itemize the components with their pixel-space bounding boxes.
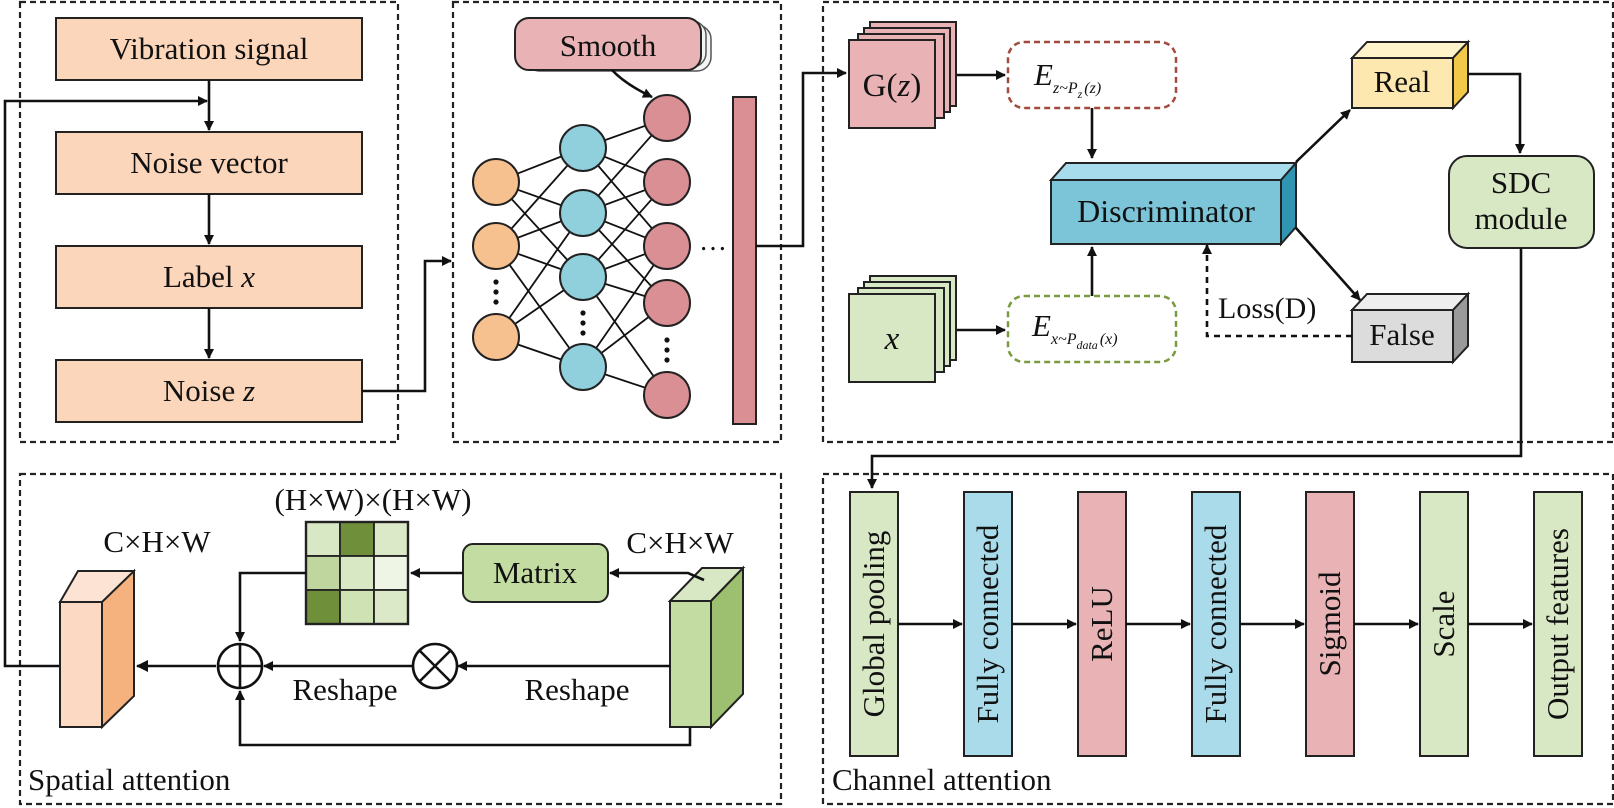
attention-matrix-grid	[304, 520, 410, 626]
noise-vector-label: Noise vector	[130, 145, 288, 180]
expectation-z-label: Ez~Pz(z)	[1033, 57, 1101, 101]
hidden-neuron	[559, 343, 607, 391]
generator-input-panel	[18, 0, 400, 444]
label-x-box: Label x	[55, 245, 363, 309]
neural-network	[472, 94, 691, 419]
matrix-label: Matrix	[493, 555, 578, 590]
spatial-attention-panel	[18, 472, 783, 806]
x-stack: x	[848, 275, 957, 383]
noise-z-label: Noise z	[163, 373, 255, 408]
spatial-attention-title: Spatial attention	[28, 762, 231, 797]
output-neuron	[643, 158, 691, 206]
arrow-loss-feedback	[1202, 244, 1352, 338]
output-neuron	[643, 279, 691, 327]
real-box: Real	[1349, 39, 1471, 111]
output-neuron	[643, 94, 691, 142]
real-label: Real	[1374, 64, 1431, 99]
hidden-ellipsis	[580, 310, 586, 336]
arrow-residual-to-sum	[235, 690, 692, 747]
arrow-real-to-sdc	[1468, 72, 1525, 154]
arrow-noise-z-to-network	[362, 256, 452, 393]
x-label: x	[884, 321, 900, 357]
chw-left-label: C×H×W	[103, 524, 211, 559]
label-x-label: Label x	[163, 259, 255, 294]
output-feature-block	[58, 568, 136, 730]
channel-block-global-pooling: Global pooling	[849, 491, 899, 757]
arrow-feedback-loop	[3, 96, 208, 668]
hidden-neuron	[559, 124, 607, 172]
arrow-network-to-gz	[756, 68, 847, 248]
layer-ellipsis: …	[699, 226, 727, 257]
vibration-signal-label: Vibration signal	[110, 31, 309, 66]
sdc-module-box: SDC module	[1448, 155, 1595, 249]
input-ellipsis	[493, 279, 499, 305]
smooth-label: Smooth	[560, 28, 657, 63]
discriminator-box: Discriminator	[1048, 160, 1299, 247]
gz-label: G(z)	[863, 68, 922, 104]
expectation-z-box: Ez~Pz(z)	[1006, 40, 1178, 110]
input-feature-block	[667, 565, 746, 730]
channel-block-fully-connected-2: Fully connected	[1191, 491, 1241, 757]
false-label: False	[1369, 317, 1434, 352]
arrow-discriminator-to-real	[1295, 109, 1351, 163]
gan-panel	[821, 0, 1614, 444]
channel-block-scale: Scale	[1419, 491, 1469, 757]
channel-block-label: Sigmoid	[1312, 571, 1347, 677]
noise-vector-box: Noise vector	[55, 131, 363, 195]
reshape-right-label: Reshape	[524, 672, 629, 707]
arrow-discriminator-to-false	[1295, 227, 1361, 301]
vibration-signal-box: Vibration signal	[55, 17, 363, 81]
noise-z-box: Noise z	[55, 359, 363, 423]
expectation-x-label: Ex~Pdata(x)	[1031, 308, 1118, 352]
channel-block-label: Scale	[1426, 590, 1461, 657]
matrix-box: Matrix	[462, 543, 609, 603]
channel-block-label: Output features	[1540, 528, 1575, 720]
false-box: False	[1349, 291, 1471, 365]
chw-right-label: C×H×W	[626, 525, 734, 560]
gz-stack: G(z)	[848, 21, 957, 129]
channel-block-sigmoid: Sigmoid	[1305, 491, 1355, 757]
reshape-left-label: Reshape	[292, 672, 397, 707]
channel-block-label: Global pooling	[856, 531, 891, 718]
multiply-operator-icon	[411, 642, 459, 690]
expectation-x-box: Ex~Pdata(x)	[1006, 294, 1178, 364]
output-neuron	[643, 371, 691, 419]
channel-attention-panel	[821, 472, 1614, 806]
arrow-sdc-to-channel-attention	[867, 248, 1523, 489]
input-neuron	[472, 222, 520, 270]
output-layer-bar	[732, 96, 757, 425]
channel-block-label: ReLU	[1084, 586, 1119, 662]
channel-block-label: Fully connected	[970, 524, 1005, 723]
sdc-label-line1: SDC	[1491, 165, 1551, 200]
channel-block-fully-connected-1: Fully connected	[963, 491, 1013, 757]
input-neuron	[472, 158, 520, 206]
channel-block-label: Fully connected	[1198, 524, 1233, 723]
hidden-neuron	[559, 253, 607, 301]
hidden-neuron	[559, 189, 607, 237]
output-ellipsis	[664, 337, 670, 363]
output-neuron	[643, 222, 691, 270]
sdc-label-line2: module	[1475, 201, 1568, 236]
network-panel	[451, 0, 783, 444]
hw-label: (H×W)×(H×W)	[274, 482, 471, 517]
channel-attention-title: Channel attention	[832, 762, 1052, 797]
arrow-input-to-matrix	[609, 568, 705, 582]
arrow-grid-to-sum	[235, 571, 306, 642]
channel-block-relu: ReLU	[1077, 491, 1127, 757]
loss-label: Loss(D)	[1218, 292, 1316, 325]
input-neuron	[472, 313, 520, 361]
channel-block-output-features: Output features	[1533, 491, 1583, 757]
discriminator-label: Discriminator	[1077, 193, 1255, 229]
smooth-box: Smooth	[514, 17, 712, 72]
arrow-smooth-to-network	[611, 69, 653, 99]
sum-operator-icon	[216, 642, 264, 690]
